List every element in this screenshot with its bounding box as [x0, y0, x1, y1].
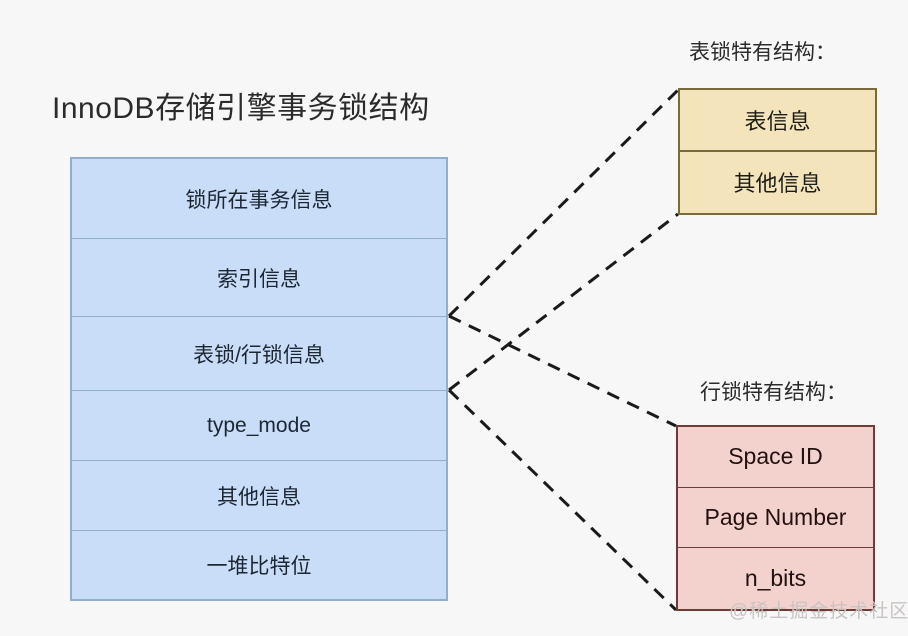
connector-lock-to-tablelock-bottom [448, 212, 679, 392]
lock-structure-box: 锁所在事务信息 索引信息 表锁/行锁信息 type_mode 其他信息 一堆比特… [70, 157, 448, 601]
connector-lock-to-rowlock-bottom [447, 388, 678, 612]
table-lock-caption: 表锁特有结构： [689, 41, 836, 64]
row-lock-caption: 行锁特有结构： [700, 381, 847, 404]
lock-structure-row: 其他信息 [72, 461, 446, 531]
lock-structure-row: 表锁/行锁信息 [72, 317, 446, 391]
lock-structure-row: 锁所在事务信息 [72, 159, 446, 239]
diagram-title: InnoDB存储引擎事务锁结构 [52, 92, 430, 125]
table-lock-row: 表信息 [680, 90, 875, 152]
lock-structure-row: type_mode [72, 391, 446, 461]
row-lock-structure-box: Space ID Page Number n_bits [676, 425, 875, 611]
lock-structure-row: 一堆比特位 [72, 531, 446, 599]
table-lock-structure-box: 表信息 其他信息 [678, 88, 877, 215]
row-lock-row: n_bits [678, 548, 873, 609]
row-lock-row: Page Number [678, 487, 873, 549]
table-lock-row: 其他信息 [680, 151, 875, 213]
lock-structure-row: 索引信息 [72, 239, 446, 317]
row-lock-row: Space ID [678, 427, 873, 488]
watermark: @稀土掘金技术社区 [729, 601, 908, 622]
connector-lock-to-rowlock-top [448, 314, 677, 428]
connector-lock-to-tablelock-top [447, 88, 680, 318]
